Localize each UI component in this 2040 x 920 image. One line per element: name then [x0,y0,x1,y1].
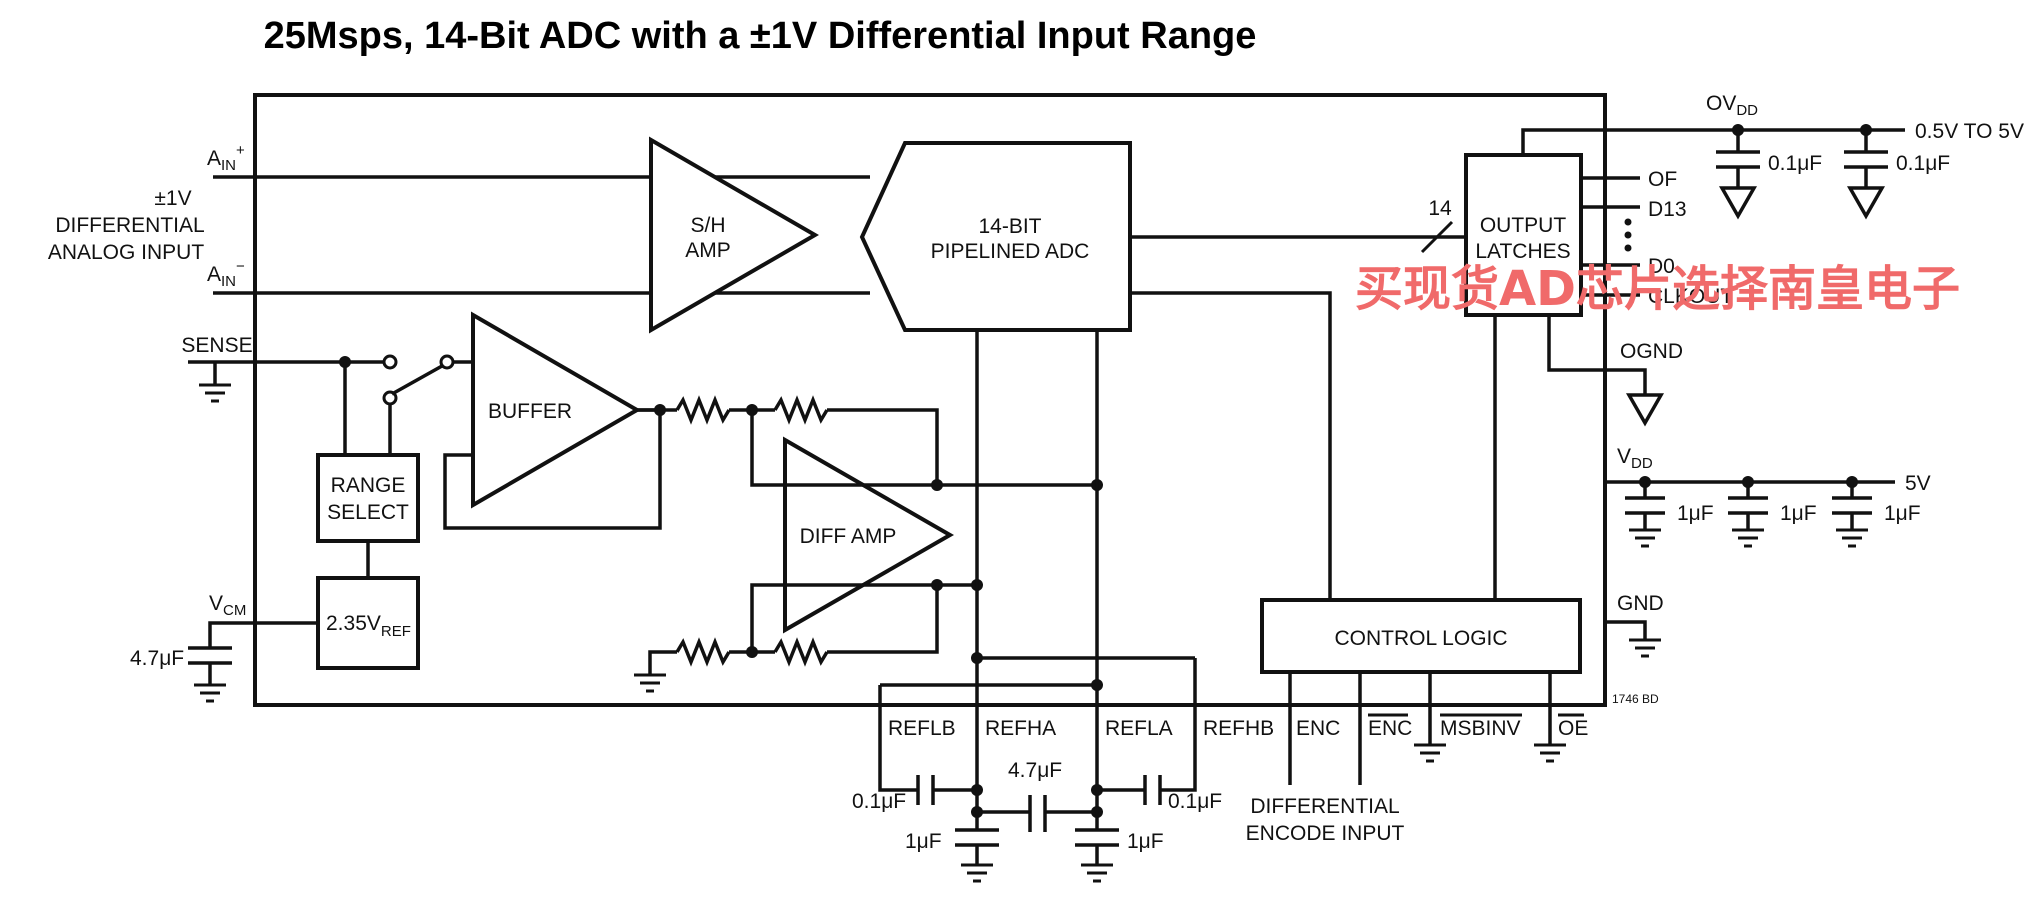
sh-amp [649,136,819,334]
ain-plus-label: AIN+ [207,142,245,174]
pin-enc-bar: ENC [1368,717,1412,740]
vdd-cap-1: 1μF [1677,502,1714,525]
vref-block [316,576,420,670]
ovdd-cap-1: 0.1μF [1768,152,1822,175]
pin-d0: D0 [1648,255,1675,278]
pin-msbinv: MSBINV [1440,717,1521,740]
watermark: 买现货AD芯片选择南皇电子 [1355,261,1960,317]
cap-br-label: 1μF [1127,830,1164,853]
vcm-label: VCM [209,592,246,619]
output-latches [1464,153,1583,317]
latches-label-2: LATCHES [1475,240,1570,263]
adc-label-1: 14-BIT [978,215,1041,238]
vdd-label: VDD [1617,445,1653,472]
vcm-cap-label: 4.7μF [130,647,184,670]
gnd-label: GND [1617,592,1664,615]
pin-enc: ENC [1296,717,1340,740]
sh-amp-label-1: S/H [690,214,725,237]
diff-input-label-2: DIFFERENTIAL [55,214,204,237]
range-select [316,453,420,543]
pin-reflb: REFLB [888,717,956,740]
pin-of: OF [1648,168,1677,191]
bus-width-label: 14 [1428,197,1452,220]
vref-label: 2.35VREF [326,612,411,640]
diff-amp [783,436,955,634]
cap-mid-label: 4.7μF [1008,759,1062,782]
adc-label-2: PIPELINED ADC [931,240,1090,263]
range-label-1: RANGE [331,474,406,497]
vdd-supply: 5V [1905,472,1931,495]
diff-input-label-1: ±1V [154,187,191,210]
cap-right-label: 0.1μF [1168,790,1222,813]
ovdd-supply: 0.5V TO 5V [1915,120,2024,143]
latches-label-1: OUTPUT [1480,214,1567,237]
sh-amp-label-2: AMP [685,239,731,262]
pin-clkout: CLKOUT [1648,285,1733,308]
pin-oe: OE [1558,717,1588,740]
diff-input-label-3: ANALOG INPUT [48,241,205,264]
figure-id: 1746 BD [1612,692,1659,706]
pin-refla: REFLA [1105,717,1173,740]
enc-note-1: DIFFERENTIAL [1250,795,1399,818]
ogdn-label: OGND [1620,340,1683,363]
range-label-2: SELECT [327,501,409,524]
cap-bl-label: 1μF [905,830,942,853]
sense-label: SENSE [181,334,252,357]
diff-amp-label: DIFF AMP [800,525,897,548]
ovdd-cap-2: 0.1μF [1896,152,1950,175]
pin-d13: D13 [1648,198,1687,221]
cap-left-label: 0.1μF [852,790,906,813]
enc-note-2: ENCODE INPUT [1246,822,1405,845]
pin-refha: REFHA [985,717,1056,740]
buffer-label: BUFFER [488,400,572,423]
vdd-cap-2: 1μF [1780,502,1817,525]
pin-refhb: REFHB [1203,717,1274,740]
control-logic-label: CONTROL LOGIC [1334,627,1507,650]
buffer-amp [471,311,641,509]
vdd-cap-3: 1μF [1884,502,1921,525]
page-title: 25Msps, 14-Bit ADC with a ±1V Differenti… [264,15,1257,57]
control-logic [1260,598,1582,674]
pipelined-adc [859,141,1132,332]
ovdd-label: OVDD [1706,92,1758,119]
ain-minus-label: AIN− [207,258,245,290]
